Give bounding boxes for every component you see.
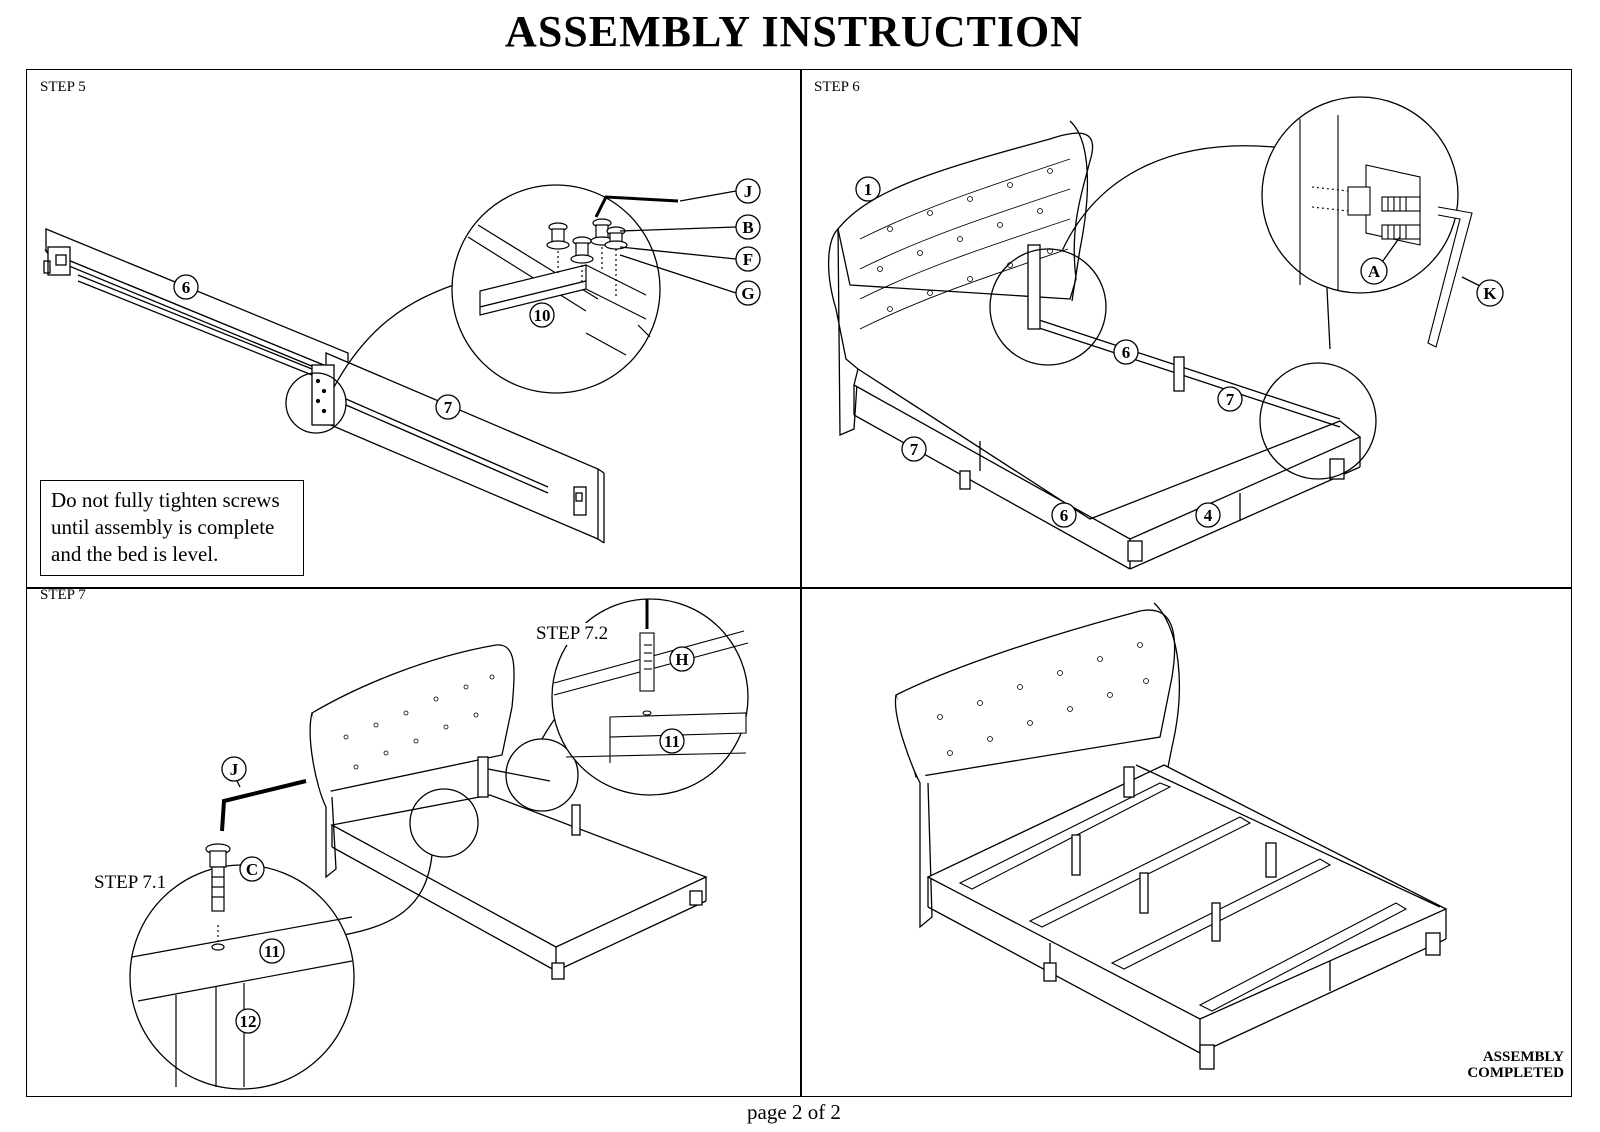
callout-A: A: [1368, 262, 1381, 281]
side-rail-7: [325, 352, 605, 544]
step-6-panel: STEP 6: [800, 69, 1572, 587]
step-7-1-label: STEP 7.1: [94, 872, 167, 893]
completed-bed-illustration: [894, 602, 1448, 1070]
step-5-label: STEP 5: [40, 79, 86, 95]
callout-H: H: [675, 650, 688, 669]
callout-C: C: [246, 860, 258, 879]
callout-B: B: [742, 218, 753, 237]
slat-joint-marker: [409, 788, 479, 858]
panel-divider-horizontal: [26, 587, 1572, 589]
callout-F: F: [743, 250, 753, 269]
step-5-panel: STEP 5: [26, 69, 800, 587]
assembly-completed-label: ASSEMBLY COMPLETED: [1444, 1049, 1564, 1081]
completed-line-2: COMPLETED: [1467, 1065, 1564, 1081]
callout-K: K: [1483, 284, 1497, 303]
callout-J: J: [230, 760, 239, 779]
callout-12: 12: [240, 1012, 257, 1031]
callout-6a: 6: [1122, 343, 1131, 362]
zoom-detail-content: [1299, 115, 1473, 348]
callout-1: 1: [864, 180, 873, 199]
zoom-detail-7-2: [551, 598, 749, 796]
callout-11b: 11: [664, 732, 680, 751]
callout-J: J: [744, 182, 753, 201]
step-7-illustration: J C 11 12 H 11: [129, 598, 749, 1090]
callout-10: 10: [534, 306, 551, 325]
slats: [958, 782, 1408, 1012]
zoom-detail-content: [467, 195, 679, 356]
callout-G: G: [741, 284, 754, 303]
panel-divider-vertical: [800, 69, 802, 1097]
zoom-leader: [333, 280, 467, 388]
callout-4: 4: [1204, 506, 1213, 525]
step-6-label: STEP 6: [814, 79, 860, 95]
joint-detail-marker: [285, 372, 347, 434]
instruction-frame: [26, 69, 1572, 1097]
step-7-label: STEP 7: [40, 587, 86, 603]
tighten-warning-note: Do not fully tighten screws until assemb…: [40, 480, 304, 576]
callout-7a: 7: [1226, 390, 1235, 409]
zoom-7-2-content: [553, 599, 749, 763]
step-5-illustration: 6 7 10 J B F G: [43, 178, 761, 544]
headboard: [311, 644, 515, 794]
assembly-completed-panel: ASSEMBLY COMPLETED: [800, 587, 1572, 1097]
allen-key: [220, 779, 307, 832]
page-number: page 2 of 2: [747, 1100, 841, 1124]
page-title: ASSEMBLY INSTRUCTION: [505, 7, 1083, 56]
completed-line-1: ASSEMBLY: [1482, 1049, 1564, 1065]
step-7-panel: STEP 7: [26, 587, 800, 1097]
step-6-illustration: 1 6 7 7 6 4 A K: [827, 96, 1504, 570]
callout-6: 6: [182, 278, 191, 297]
callout-7b: 7: [910, 440, 919, 459]
step-7-2-label: STEP 7.2: [536, 623, 609, 645]
callout-6b: 6: [1060, 506, 1069, 525]
callout-11a: 11: [264, 942, 280, 961]
headboard: [895, 609, 1176, 778]
callout-7: 7: [444, 398, 453, 417]
corner-joint-marker: [1259, 362, 1377, 480]
headboard-joint-marker: [989, 248, 1107, 366]
zoom-7-1-content: [131, 843, 353, 1087]
